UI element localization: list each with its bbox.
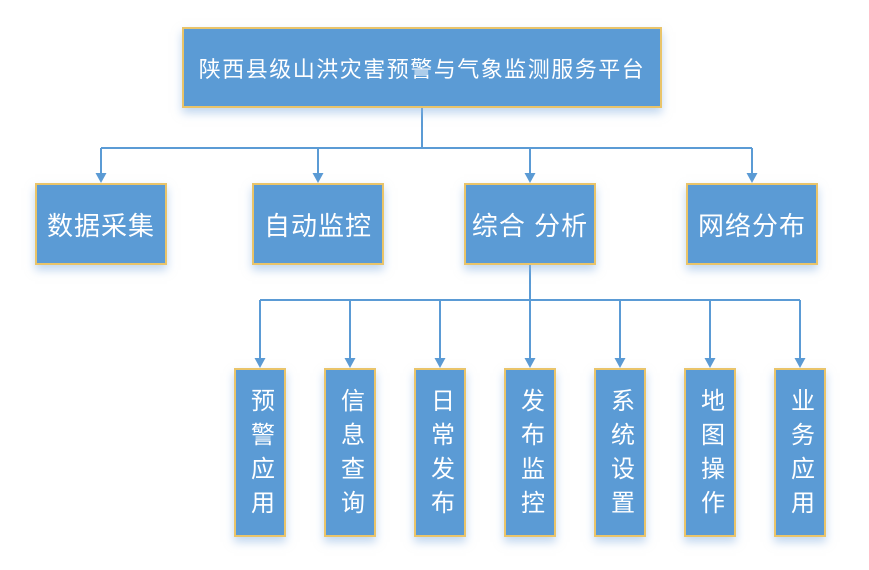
arrowhead-icon: [614, 358, 626, 368]
node-auto-monitoring: 自动监控: [252, 183, 384, 265]
node-data-collection: 数据采集: [35, 183, 167, 265]
node-platform-title: 陕西县级山洪灾害预警与气象监测服务平台: [182, 27, 662, 108]
node-comprehensive-analysis: 综合 分析: [464, 183, 596, 265]
arrowhead-icon: [746, 173, 758, 183]
arrowhead-icon: [794, 358, 806, 368]
arrowhead-icon: [524, 173, 536, 183]
arrowhead-icon: [704, 358, 716, 368]
arrowhead-icon: [434, 358, 446, 368]
node-map-operations: 地图操作: [684, 368, 736, 537]
node-release-monitoring: 发布监控: [504, 368, 556, 537]
arrowhead-icon: [312, 173, 324, 183]
node-network-distribution: 网络分布: [686, 183, 818, 265]
node-system-settings: 系统设置: [594, 368, 646, 537]
arrowhead-icon: [344, 358, 356, 368]
arrowhead-icon: [254, 358, 266, 368]
node-business-application: 业务应用: [774, 368, 826, 537]
node-warning-application: 预警应用: [234, 368, 286, 537]
arrowhead-icon: [524, 358, 536, 368]
arrowhead-icon: [95, 173, 107, 183]
node-information-query: 信息查询: [324, 368, 376, 537]
node-daily-release: 日常发布: [414, 368, 466, 537]
